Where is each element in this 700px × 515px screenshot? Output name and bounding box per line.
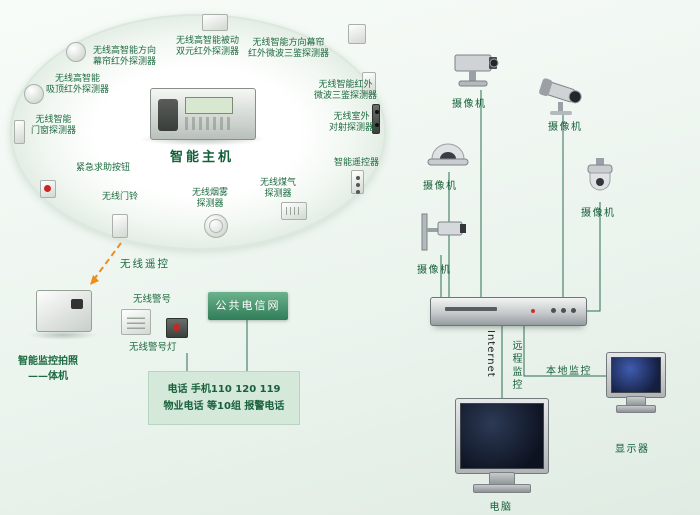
wireless-remote-label: 无线遥控: [120, 258, 170, 270]
dome-camera-icon: [427, 143, 469, 166]
remote-pc-screen: [460, 403, 544, 469]
alarm-host-screen: [185, 97, 233, 114]
local-display-screen: [611, 357, 661, 393]
dvr-power-led: [531, 309, 535, 313]
sensor-label-door-window: 无线智能门窗探测器: [31, 115, 77, 136]
dvr-recorder-device: [430, 297, 587, 326]
speed-dome-camera-icon: [587, 158, 613, 191]
remote-pc-monitor: [455, 398, 549, 474]
camera-label-4: 摄像机: [581, 208, 616, 219]
alarm-host-keypad: [185, 117, 231, 130]
internet-label: Internet: [485, 330, 496, 378]
curtain-ir-sensor-icon: [66, 42, 86, 62]
panic-button-icon: [40, 180, 56, 198]
dvr-button: [571, 308, 576, 313]
aio-device-label: 智能监控拍照 ——体机: [18, 356, 78, 382]
siren-light-label: 无线警号灯: [129, 342, 177, 353]
remote-monitoring-label: 远程监控: [510, 340, 521, 392]
smoke-detector-icon: [204, 214, 228, 238]
passive-dual-ir-sensor-icon: [202, 14, 228, 31]
sensor-label-passive-dual-ir: 无线高智能被动双元红外探测器: [176, 36, 240, 57]
dvr-button: [551, 308, 556, 313]
camera-label-3: 摄像机: [423, 181, 458, 192]
sensor-label-doorbell: 无线门铃: [102, 192, 139, 202]
gas-detector-icon: [281, 202, 307, 220]
sensor-label-direction-curtain-triple: 无线智能方向幕帘红外微波三鉴探测器: [248, 38, 330, 59]
sensor-label-smart-remote: 智能遥控器: [334, 158, 380, 168]
sensor-label-panic-button: 紧急求助按钮: [76, 163, 131, 173]
alarm-host-device: [150, 88, 256, 140]
smart-remote-icon: [351, 170, 364, 194]
wireless-siren-icon: [121, 309, 151, 335]
dvr-disc-slot: [445, 307, 497, 311]
ptz-camera-icon: [421, 213, 466, 251]
sensor-label-outdoor-beam: 无线室外对射探测器: [329, 112, 375, 133]
siren-strobe-light-icon: [166, 318, 188, 338]
door-window-sensor-icon: [14, 120, 25, 144]
doorbell-icon: [112, 214, 128, 238]
sensor-label-smoke: 无线烟雾探测器: [192, 188, 229, 209]
direction-curtain-triple-sensor-icon: [348, 24, 366, 44]
alarm-host-label: 智能主机: [169, 150, 234, 165]
local-display-monitor: [606, 352, 666, 398]
ceiling-ir-sensor-icon: [24, 84, 44, 104]
box-camera-icon: [454, 54, 499, 87]
sensor-label-gas: 无线煤气探测器: [260, 178, 297, 199]
display-label: 显示器: [615, 444, 650, 455]
alarm-phone-numbers-box: 电话 手机110 120 119 物业电话 等10组 报警电话: [148, 371, 300, 425]
bullet-camera-icon: [539, 78, 582, 115]
local-display-base: [616, 405, 656, 413]
siren-label: 无线警号: [133, 294, 172, 305]
camera-label-1: 摄像机: [452, 99, 487, 110]
public-telecom-network-box: 公共电信网: [208, 292, 288, 320]
remote-pc-base: [473, 484, 531, 493]
sensor-label-ir-microwave-triple: 无线智能红外微波三鉴探测器: [314, 80, 378, 101]
wireless-remote-arrow: [90, 242, 122, 285]
ir-microwave-triple-sensor-icon: [362, 72, 376, 94]
aio-monitor-camera-device: [36, 290, 92, 332]
dvr-button: [561, 308, 566, 313]
sensor-label-ceiling-ir: 无线高智能吸顶红外探测器: [46, 74, 110, 95]
local-monitoring-label: 本地监控: [546, 366, 592, 377]
alarm-host-handset: [158, 99, 178, 131]
outdoor-beam-sensor-icon: [372, 104, 380, 134]
pc-label: 电脑: [489, 502, 513, 513]
sensor-label-curtain-ir: 无线高智能方向幕帘红外探测器: [93, 46, 157, 67]
camera-label-2: 摄像机: [548, 122, 583, 133]
aio-device-shadow: [28, 330, 98, 340]
camera-label-5: 摄像机: [417, 265, 452, 276]
